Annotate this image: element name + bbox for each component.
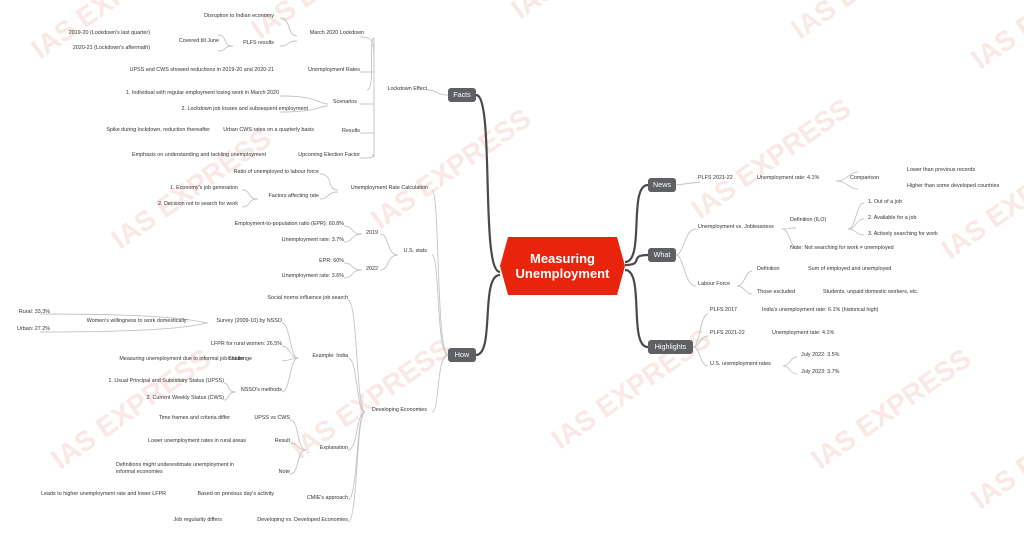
node-urban[interactable]: Urban: 27.2% xyxy=(17,326,50,332)
node-year-2019[interactable]: 2019 xyxy=(366,230,378,236)
node-note[interactable]: Note xyxy=(278,469,290,475)
node-covered-june[interactable]: Covered till June xyxy=(178,38,219,44)
node-scenarios[interactable]: Scenarios xyxy=(333,99,357,105)
node-women-willing[interactable]: Women's willingness to work domestically… xyxy=(86,318,188,324)
node-leads-higher[interactable]: Leads to higher unemployment rate and lo… xyxy=(41,491,166,497)
node-lfpr-rural[interactable]: LFPR for rural women: 26.5% xyxy=(210,341,282,347)
node-challenge[interactable]: Challenge xyxy=(227,356,252,362)
node-us-stats[interactable]: U.S. stats xyxy=(403,248,427,254)
node-news-plfs[interactable]: PLFS 2021-22 xyxy=(698,175,733,181)
node-plfs-2021-22[interactable]: PLFS 2021-22 xyxy=(710,330,745,336)
node-plfs-results[interactable]: PLFS results xyxy=(243,40,274,46)
node-year-2022[interactable]: 2022 xyxy=(366,266,378,272)
node-unemployment-rates[interactable]: Unemployment Rates xyxy=(308,67,360,73)
node-lf-excluded[interactable]: Those excluded xyxy=(757,289,796,295)
branch-how[interactable]: How xyxy=(448,348,476,362)
node-survey-nsso[interactable]: Survey (2009-10) by NSSO xyxy=(216,318,282,324)
node-higher-dev[interactable]: Higher than some developed countries xyxy=(907,183,1000,189)
node-ratio[interactable]: Ratio of unemployed to labour force xyxy=(233,169,319,175)
node-developing-economies[interactable]: Developing Economies xyxy=(371,407,427,413)
node-upss-vs-cws[interactable]: UPSS vs CWS xyxy=(254,415,290,421)
node-nsso-methods[interactable]: NSSO's methods xyxy=(240,387,282,393)
node-lower-rural[interactable]: Lower unemployment rates in rural areas xyxy=(148,438,246,444)
node-factor-1[interactable]: 1. Economy's job generation xyxy=(170,185,238,191)
node-upss-cws[interactable]: UPSS and CWS showed reductions in 2019-2… xyxy=(129,67,274,73)
node-rate-41[interactable]: Unemployment rate: 4.1% xyxy=(772,330,835,336)
branch-highlights[interactable]: Highlights xyxy=(648,340,693,354)
node-definition-ilo[interactable]: Definition (ILO) xyxy=(790,217,827,223)
node-rural[interactable]: Rural: 33.3% xyxy=(18,309,50,315)
node-lf-sum[interactable]: Sum of employed and unemployed xyxy=(808,266,892,272)
node-social-norms[interactable]: Social norms influence job search xyxy=(267,295,348,301)
central-topic-shape xyxy=(500,237,625,295)
node-ur-2022[interactable]: Unemployment rate: 3.6% xyxy=(281,273,344,279)
central-topic[interactable]: Measuring Unemployment xyxy=(500,237,625,295)
node-what-note[interactable]: Note: Not searching for work ≠ unemploye… xyxy=(790,245,894,251)
node-us-rates[interactable]: U.S. unemployment rates xyxy=(710,361,771,367)
node-epr-2019[interactable]: Employment-to-population ratio (EPR): 60… xyxy=(234,221,344,227)
branch-news[interactable]: News xyxy=(648,178,676,192)
node-available[interactable]: 2. Available for a job xyxy=(868,215,917,221)
node-march-2020-lockdown[interactable]: March 2020 Lockdown xyxy=(309,30,364,36)
node-plfs-2017[interactable]: PLFS 2017 xyxy=(710,307,737,313)
node-method-1[interactable]: 1. Usual Principal and Subsidiary Status… xyxy=(108,378,224,384)
node-scenario-1[interactable]: 1. Individual with regular employment lo… xyxy=(125,90,279,96)
node-searching[interactable]: 3. Actively searching for work xyxy=(868,231,938,237)
node-out-of-job[interactable]: 1. Out of a job xyxy=(868,199,902,205)
node-results[interactable]: Results xyxy=(342,128,360,134)
node-india-rate[interactable]: India's unemployment rate: 6.1% (histori… xyxy=(762,307,879,313)
node-result[interactable]: Result xyxy=(274,438,290,444)
node-q-2020[interactable]: 2020-21 (Lockdown's aftermath) xyxy=(72,45,150,51)
node-lower-prev[interactable]: Lower than previous records xyxy=(907,167,976,173)
branch-what[interactable]: What xyxy=(648,248,676,262)
node-unemp-vs-jobless[interactable]: Unemployment vs. Joblessness xyxy=(698,224,774,230)
node-ur-2019[interactable]: Unemployment rate: 3.7% xyxy=(281,237,344,243)
node-definitions-line-2[interactable]: informal economies xyxy=(116,469,163,475)
node-comparison[interactable]: Comparison xyxy=(850,175,880,181)
node-july-2022[interactable]: July 2022: 3.5% xyxy=(801,352,840,358)
node-labour-force[interactable]: Labour Force xyxy=(698,281,731,287)
node-emphasis[interactable]: Emphasis on understanding and tackling u… xyxy=(132,152,266,158)
node-factors[interactable]: Factors affecting rate xyxy=(268,193,319,199)
node-rate-calculation[interactable]: Unemployment Rate Calculation xyxy=(350,185,428,191)
node-definitions-line-1[interactable]: Definitions might underestimate unemploy… xyxy=(116,462,235,468)
node-job-regularity[interactable]: Job regularity differs xyxy=(173,517,222,523)
node-scenario-2[interactable]: 2. Lockdown job losses and subsequent em… xyxy=(181,106,308,112)
node-upcoming-election[interactable]: Upcoming Election Factor xyxy=(298,152,360,158)
node-measuring-informal[interactable]: Measuring unemployment due to informal j… xyxy=(119,356,244,362)
node-explanation[interactable]: Explanation xyxy=(319,445,348,451)
node-cmie-approach[interactable]: CMIE's approach xyxy=(306,495,348,501)
node-urban-cws[interactable]: Urban CWS rates on a quarterly basis xyxy=(223,127,314,133)
node-q-2019[interactable]: 2019-20 (Lockdown's last quarter) xyxy=(68,30,150,36)
node-method-2[interactable]: 2. Current Weekly Status (CWS) xyxy=(146,395,225,401)
node-disruption[interactable]: Disruption to Indian economy xyxy=(204,13,274,19)
node-time-frames[interactable]: Time frames and criteria differ xyxy=(158,415,230,421)
node-prev-day[interactable]: Based on previous day's activity xyxy=(197,491,274,497)
node-july-2023[interactable]: July 2023: 3.7% xyxy=(801,369,840,375)
node-lockdown-effect[interactable]: Lockdown Effect xyxy=(387,86,427,92)
node-lf-students[interactable]: Students, unpaid domestic workers, etc. xyxy=(823,289,919,295)
node-lf-definition[interactable]: Definition xyxy=(757,266,780,272)
node-example-india[interactable]: Example: India xyxy=(312,353,348,359)
node-factor-2[interactable]: 2. Decision not to search for work xyxy=(158,201,238,207)
node-news-rate[interactable]: Unemployment rate: 4.1% xyxy=(757,175,820,181)
central-topic-label: Measuring Unemployment xyxy=(515,251,610,281)
node-spike[interactable]: Spike during lockdown, reduction thereaf… xyxy=(106,127,210,133)
branch-facts[interactable]: Facts xyxy=(448,88,476,102)
node-epr-2022[interactable]: EPR: 60% xyxy=(319,258,344,264)
node-dev-vs-developed[interactable]: Developing vs. Developed Economies xyxy=(257,517,348,523)
